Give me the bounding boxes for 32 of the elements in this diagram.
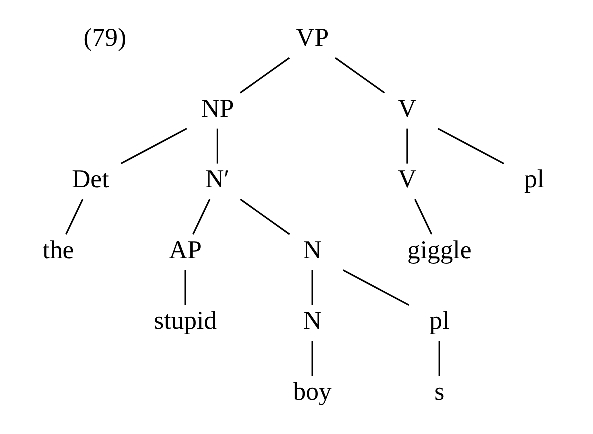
node-text: N′ <box>206 164 230 194</box>
connector <box>192 199 211 235</box>
connector <box>342 270 410 306</box>
node-text: VP <box>296 23 330 52</box>
node-text: pl <box>430 306 450 336</box>
node-text: AP <box>169 235 202 264</box>
connector <box>438 128 504 165</box>
connector <box>406 128 408 164</box>
node-text: giggle <box>407 235 472 264</box>
connector <box>120 128 188 165</box>
connector <box>184 270 186 306</box>
connector <box>312 341 314 376</box>
label: (79) <box>84 23 127 52</box>
connector <box>240 57 290 94</box>
node-text: V <box>398 94 417 123</box>
connector <box>240 198 290 236</box>
node-text: Det <box>72 164 110 194</box>
node-text: N <box>303 235 322 264</box>
node-text: V <box>398 164 417 194</box>
connector <box>216 128 219 164</box>
connector <box>335 57 386 94</box>
node-text: stupid <box>154 306 217 336</box>
node-text: the <box>42 235 74 264</box>
connector <box>438 341 440 376</box>
connector <box>414 199 433 235</box>
node-text: s <box>434 376 445 406</box>
node-text: pl <box>524 164 544 194</box>
node-text: NP <box>201 94 234 123</box>
node-text: N <box>303 306 322 336</box>
connector <box>66 199 84 235</box>
connector <box>312 270 314 306</box>
node-text: boy <box>293 376 332 406</box>
